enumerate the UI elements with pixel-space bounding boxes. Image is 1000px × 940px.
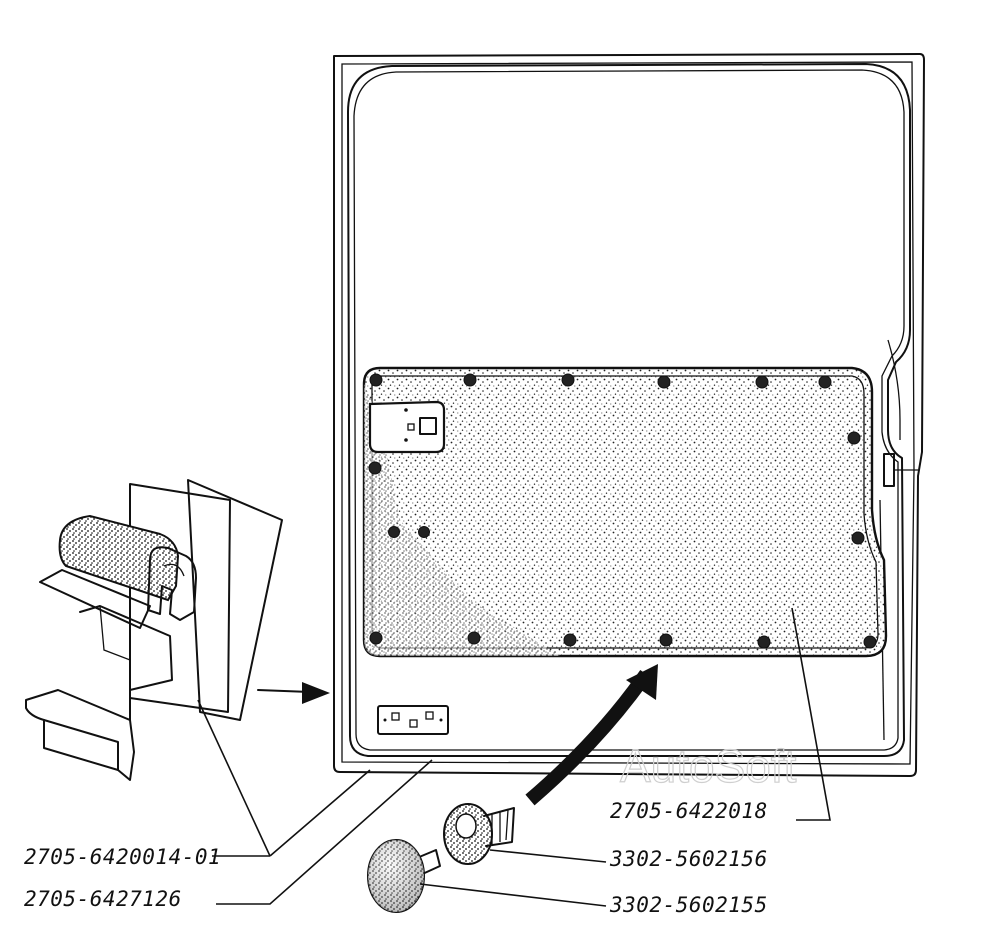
switch-plate — [368, 400, 446, 454]
fastener-arrow — [525, 664, 658, 806]
seal-clip-detail — [25, 479, 283, 781]
door-seal — [347, 63, 911, 757]
label-clip-small: 3302-5602155 — [609, 893, 768, 917]
fastener-small — [367, 839, 441, 913]
insert-arrow — [257, 682, 330, 704]
fastener-large — [443, 803, 515, 865]
tab-plate — [377, 705, 449, 735]
label-trim-panel: 2705-6422018 — [610, 799, 768, 823]
watermark: AutoSoft — [620, 740, 797, 792]
label-seal-clip: 2705-6420014-01 — [24, 845, 221, 869]
door-latch-detail — [879, 339, 918, 741]
panel-clips — [368, 373, 877, 649]
door-frame — [333, 53, 925, 777]
trim-panel — [362, 366, 888, 658]
leader-lines — [197, 607, 831, 907]
label-clip-large: 3302-5602156 — [609, 847, 768, 871]
label-door-seal: 2705-6427126 — [24, 887, 182, 911]
